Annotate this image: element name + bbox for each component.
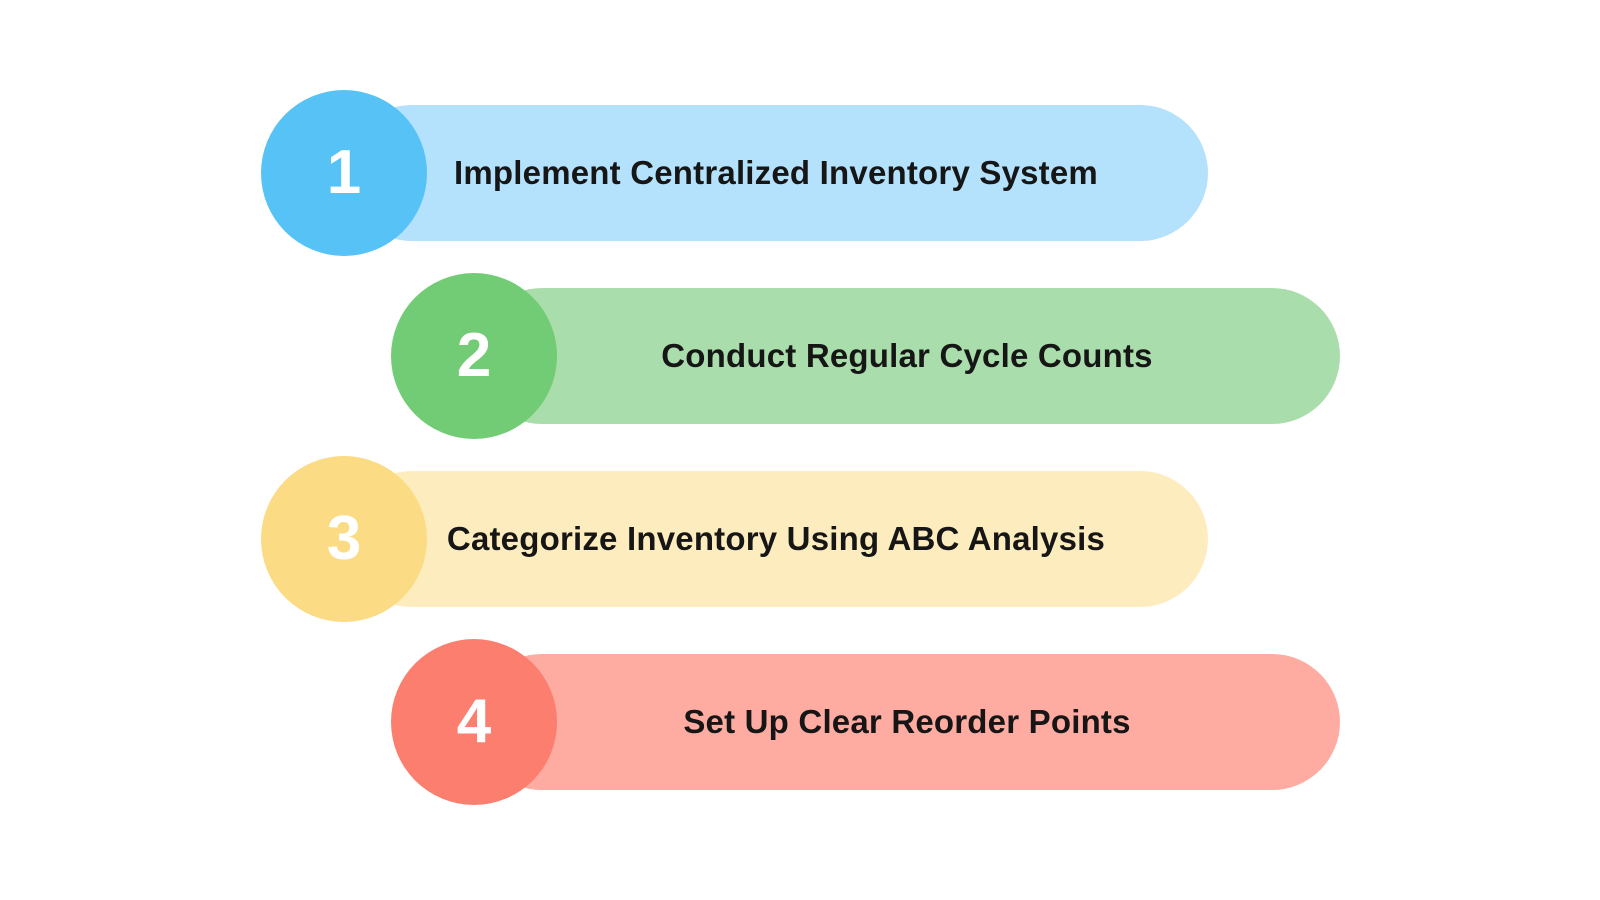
step-label-3: Categorize Inventory Using ABC Analysis (446, 520, 1106, 557)
step-label-2: Conduct Regular Cycle Counts (661, 337, 1153, 374)
step-number-1: 1 (326, 138, 362, 207)
step-label-4: Set Up Clear Reorder Points (683, 703, 1131, 740)
step-number-4: 4 (456, 687, 492, 756)
step-bar-3: Categorize Inventory Using ABC Analysis (344, 471, 1208, 607)
step-number-2: 2 (456, 321, 492, 390)
step-label-1: Implement Centralized Inventory System (454, 154, 1098, 191)
step-bar-2: Conduct Regular Cycle Counts (474, 288, 1340, 424)
step-number-3: 3 (326, 504, 362, 573)
step-number-badge-3: 3 (261, 456, 427, 622)
step-bar-1: Implement Centralized Inventory System (344, 105, 1208, 241)
step-number-badge-2: 2 (391, 273, 557, 439)
step-number-badge-4: 4 (391, 639, 557, 805)
step-bar-4: Set Up Clear Reorder Points (474, 654, 1340, 790)
step-number-badge-1: 1 (261, 90, 427, 256)
